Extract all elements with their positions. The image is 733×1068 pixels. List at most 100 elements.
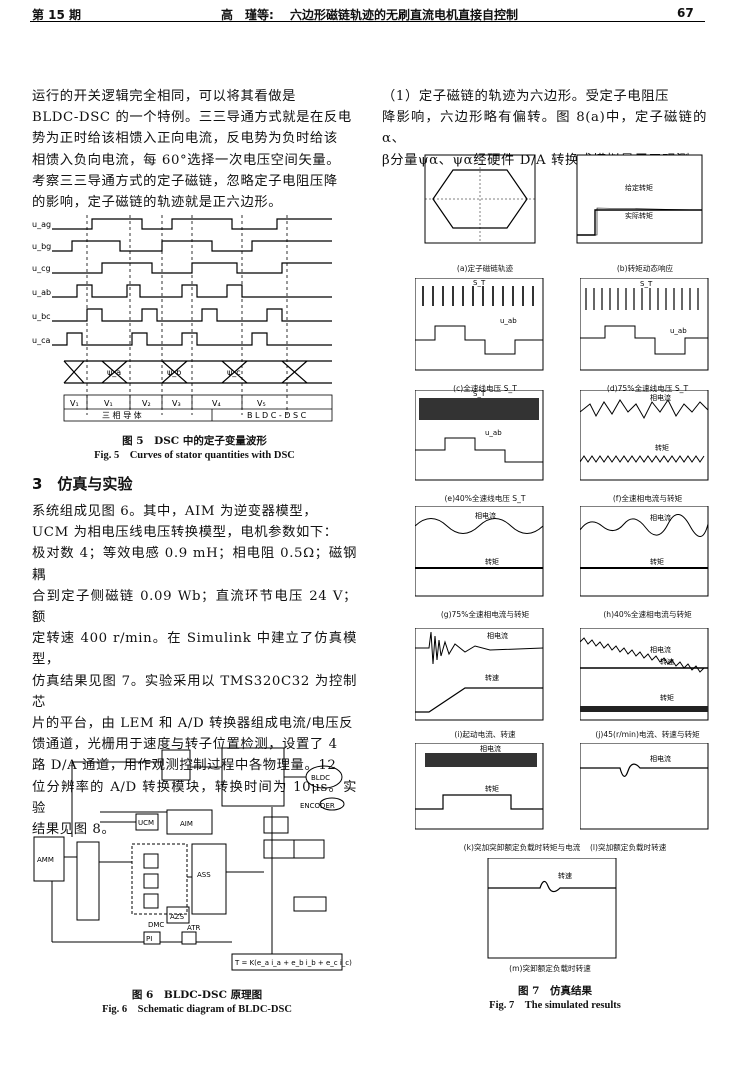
issue-number: 第 15 期: [32, 8, 82, 22]
page-header: 第 15 期 高 瑾等: 六边形磁链轨迹的无刷直流电机直接自控制 67: [0, 0, 733, 22]
trace-speed: 转速: [660, 657, 674, 666]
text-line: UCM 为相电压线电压转换模型，电机参数如下：: [32, 525, 338, 541]
trace-label-ucg: u_cg: [32, 264, 51, 273]
trace-phase-current: 相电流: [475, 511, 496, 520]
trace-label-uca: u_ca: [32, 336, 50, 345]
header-rule: [30, 21, 705, 22]
fig6-caption-en: Fig. 6 Schematic diagram of BLDC-DSC: [102, 1004, 292, 1015]
panel-k-label: (k)突加突卸额定负载时转矩与电流: [463, 843, 581, 852]
block-bldc: BLDC: [311, 774, 330, 782]
text-line: 运行的开关逻辑完全相同，可以将其看做是: [32, 89, 297, 104]
panel-f-label: (f)全速相电流与转矩: [612, 494, 683, 503]
trace-speed: 转速: [558, 871, 572, 880]
trace-label-uab: u_ab: [32, 288, 51, 297]
block-encoder: ENCODER: [300, 802, 335, 810]
block-dmc: DMC: [148, 921, 164, 929]
trace-phase-current: 相电流: [487, 631, 508, 640]
text-line: 极对数 4；等效电感 0.9 mH；相电阻 0.5Ω；磁钢耦: [32, 546, 357, 583]
panel-i-label: (i)起动电流、转速: [454, 730, 516, 739]
trace-torque: 转矩: [650, 557, 664, 566]
fig6-schematic: AMM UCM AIM DMC AZS ASS ATR ENCODER BLDC…: [33, 747, 352, 971]
page-number: 67: [677, 6, 694, 20]
trace-st: S_T: [473, 390, 486, 398]
vector-label: V₂: [142, 399, 151, 408]
trace-phase-current: 相电流: [480, 744, 501, 753]
panel-j-plot: 相电流 转速 转矩: [580, 628, 709, 721]
text-line: 仿真结果见图 7。实验采用以 TMS320C32 为控制芯: [32, 673, 357, 710]
trace-actual-torque: 实际转矩: [625, 211, 653, 220]
text-line: 片的平台，由 LEM 和 A/D 转换器组成电流/电压反: [32, 716, 354, 732]
panel-h-plot: 相电流 转矩: [580, 506, 709, 597]
vector-label: V₁: [104, 399, 113, 408]
panel-m-plot: 转速: [487, 858, 617, 959]
block-ucm: UCM: [138, 819, 154, 827]
trace-phase-current: 相电流: [650, 754, 671, 763]
trace-speed: 转速: [485, 673, 499, 682]
panel-e-plot: S_T u_ab: [415, 390, 544, 481]
trace-torque: 转矩: [485, 784, 499, 793]
block-atr: ATR: [187, 924, 201, 932]
text-line: 相馈入负向电流，每 60°选择一次电压空间矢量。: [32, 152, 341, 168]
text-line: 合到定子侧磁链 0.09 Wb；直流环节电压 24 V；额: [32, 588, 357, 626]
trace-phase-current: 相电流: [650, 513, 671, 522]
fig7-caption-en: Fig. 7 The simulated results: [489, 1000, 621, 1011]
vector-label: V₄: [212, 399, 221, 408]
panel-d-label: (d)75%全速线电压 S_T: [606, 384, 689, 393]
vector-label: V₃: [172, 399, 181, 408]
fig5-caption-en: Fig. 5 Curves of stator quantities with …: [94, 450, 295, 461]
text-line: 系统组成见图 6。其中，AIM 为逆变器模型，: [32, 504, 318, 519]
panel-e-label: (e)40%全速线电压 S_T: [444, 494, 526, 503]
text-line: 降影响，六边形略有偏转。图 8(a)中，定子磁链的α、: [382, 110, 707, 147]
panel-j-label: (j)45(r/min)电流、转速与转矩: [595, 730, 700, 739]
trace-torque: 转矩: [485, 557, 499, 566]
figure-7: (a)定子磁链轨迹 给定转矩 实际转矩 (b)转矩动态响应 S_T u_ab (…: [395, 150, 715, 980]
text-line: 结果见图 8。: [32, 822, 116, 838]
trace-st: S_T: [473, 279, 486, 287]
fig7-caption: 图 7 仿真结果 Fig. 7 The simulated results: [395, 984, 715, 1013]
panel-d-plot: S_T u_ab: [580, 278, 709, 371]
trace-label-ubg: u_bg: [32, 242, 51, 251]
text-line: （1）定子磁链的轨迹为六边形。受定子电阻压: [382, 89, 669, 104]
running-authors: 高 瑾等:: [221, 8, 274, 22]
psi-label: ψ_b: [167, 368, 181, 377]
fig5-caption: 图 5 DSC 中的定子变量波形 Fig. 5 Curves of stator…: [32, 434, 357, 463]
text-line: 位分辨率的 A/D 转换模块，转换时间为 10μs。实验: [32, 779, 357, 816]
trace-torque: 转矩: [660, 693, 674, 702]
block-azs: AZS: [170, 913, 185, 921]
trace-given-torque: 给定转矩: [625, 183, 653, 192]
fig5-caption-cn: 图 5 DSC 中的定子变量波形: [122, 435, 267, 447]
block-pi: PI: [146, 935, 152, 943]
panel-i-plot: 相电流 转速: [415, 628, 544, 721]
trace-torque: 转矩: [655, 443, 669, 452]
panel-g-plot: 相电流 转矩: [415, 506, 544, 597]
fig6-caption: 图 6 BLDC-DSC 原理图 Fig. 6 Schematic diagra…: [32, 988, 362, 1017]
trace-label-ubc: u_bc: [32, 312, 51, 321]
trace-uab: u_ab: [500, 317, 517, 325]
trace-st: S_T: [640, 280, 653, 288]
panel-m-label: (m)突卸额定负载时转速: [509, 964, 591, 973]
section-heading: 3 仿真与实验: [32, 475, 133, 493]
panel-kl-label: (k)突加突卸额定负载时转矩与电流 (l)突加额定负载时转速: [415, 842, 715, 853]
panel-h-label: (h)40%全速相电流与转矩: [603, 610, 692, 619]
block-aim: AIM: [180, 820, 193, 828]
left-paragraph-1: 运行的开关逻辑完全相同，可以将其看做是 BLDC-DSC 的一个特例。三三导通方…: [32, 86, 357, 213]
vector-label: V₁: [70, 399, 79, 408]
panel-f-plot: 相电流 转矩: [580, 390, 709, 481]
text-line: 的影响，定子磁链的轨迹就是正六边形。: [32, 195, 283, 211]
trace-label-uag: u_ag: [32, 220, 51, 229]
text-line: BLDC-DSC 的一个特例。三三导通方式就是在反电: [32, 110, 352, 126]
figure-6: AMM UCM AIM DMC AZS ASS ATR ENCODER BLDC…: [32, 742, 362, 982]
panel-g-label: (g)75%全速相电流与转矩: [440, 610, 530, 619]
panel-l-plot: 相电流: [580, 743, 709, 830]
figure-5: u_ag u_bg u_cg u_ab u_bc u_ca ψ_a ψ_b ψ_…: [32, 215, 357, 433]
panel-k-plot: 相电流 转矩: [415, 743, 544, 830]
fig5-waveforms: u_ag u_bg u_cg u_ab u_bc u_ca ψ_a ψ_b ψ_…: [32, 215, 333, 422]
text-line: 势为正时给该相馈入正向电流，反电势为负时给该: [32, 131, 338, 147]
trace-phase-current: 相电流: [650, 645, 671, 654]
panel-l-label: (l)突加额定负载时转速: [589, 843, 667, 852]
panel-a-label: (a)定子磁链轨迹: [456, 264, 514, 273]
left-paragraph-2: 系统组成见图 6。其中，AIM 为逆变器模型， UCM 为相电压线电压转换模型，…: [32, 501, 357, 840]
block-amm: AMM: [37, 856, 54, 864]
text-line: 考察三三导通方式的定子磁链，忽略定子电阻压降: [32, 173, 338, 189]
block-ass: ASS: [197, 871, 211, 879]
